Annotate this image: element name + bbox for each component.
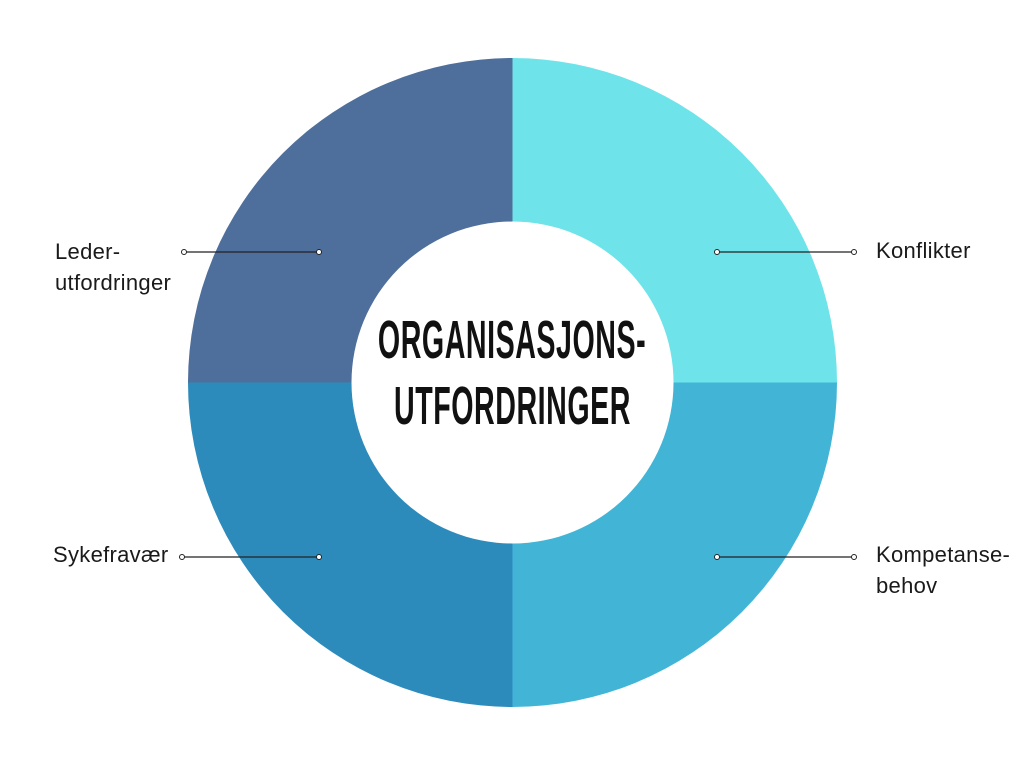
center-title-line2: UTFORDRINGER xyxy=(393,376,631,436)
connector-endpoint xyxy=(316,249,322,255)
label-leder-line1: Leder- xyxy=(55,239,121,264)
label-sykefravaer: Sykefravær xyxy=(53,539,168,570)
center-title-line1: ORGANISASJONS- xyxy=(377,310,647,370)
connector-endpoint xyxy=(851,249,857,255)
donut-hole xyxy=(351,221,674,544)
center-title: ORGANISASJONS- UTFORDRINGER xyxy=(0,307,1024,439)
center-title-row1: ORGANISASJONS- xyxy=(0,307,1024,373)
label-leder-line2: utfordringer xyxy=(55,270,172,295)
label-konflikter: Konflikter xyxy=(876,235,971,266)
label-kompetanse-behov: Kompetanse- behov xyxy=(876,539,1010,601)
connector-kompetanse-behov xyxy=(714,554,857,560)
connector-endpoint xyxy=(179,554,185,560)
connector-endpoint xyxy=(714,249,720,255)
label-konflikter-line1: Konflikter xyxy=(876,238,971,263)
label-kompetanse-line1: Kompetanse- xyxy=(876,542,1011,567)
donut-segments xyxy=(188,58,837,708)
label-kompetanse-line2: behov xyxy=(876,573,938,598)
connector-sykefravaer xyxy=(179,554,322,560)
center-title-row2: UTFORDRINGER xyxy=(0,373,1024,439)
connector-endpoint xyxy=(714,554,720,560)
connector-konflikter xyxy=(714,249,857,255)
label-leder-utfordringer: Leder- utfordringer xyxy=(55,236,171,298)
label-sykefravaer-line1: Sykefravær xyxy=(53,542,169,567)
connector-endpoint xyxy=(851,554,857,560)
connector-endpoint xyxy=(181,249,187,255)
connector-endpoint xyxy=(316,554,322,560)
connector-leder-utfordringer xyxy=(181,249,322,255)
